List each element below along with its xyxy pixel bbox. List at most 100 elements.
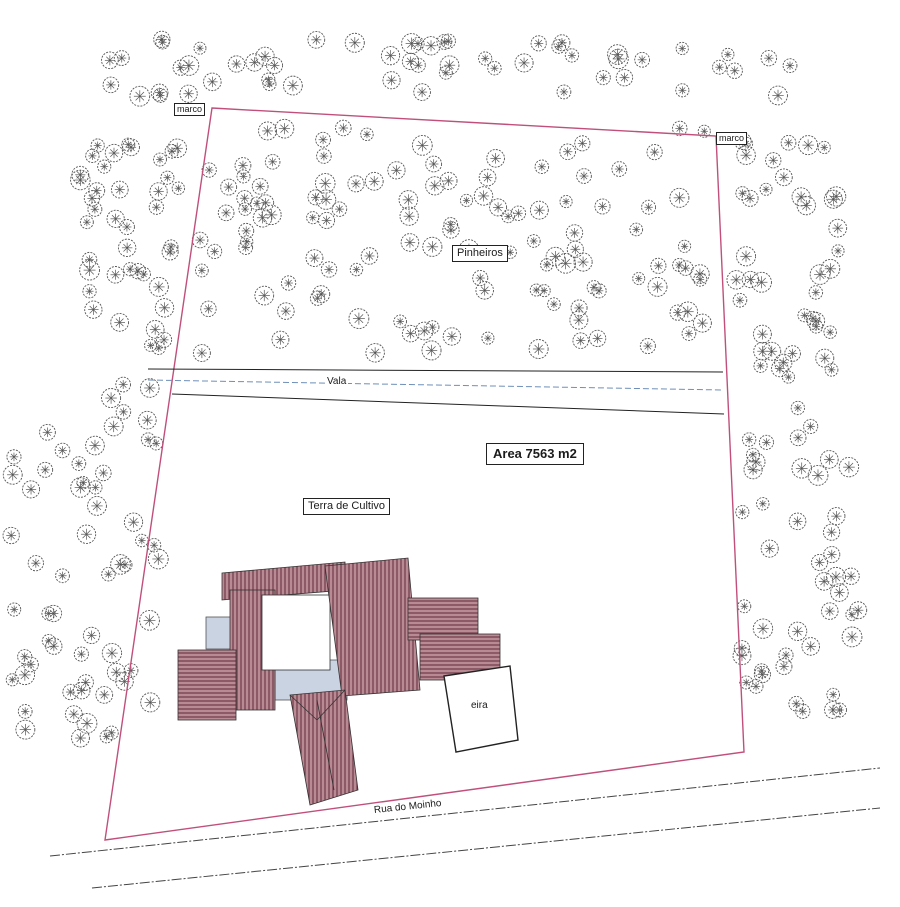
tree-icon — [639, 338, 656, 355]
tree-icon — [41, 633, 56, 648]
tree-icon — [551, 39, 567, 54]
tree-icon — [261, 204, 282, 226]
tree-icon — [71, 456, 87, 471]
tree-icon — [117, 238, 137, 257]
tree-icon — [771, 359, 789, 378]
tree-icon — [824, 701, 842, 719]
tree-icon — [594, 198, 611, 215]
tree-icon — [2, 526, 20, 545]
tree-icon — [192, 344, 211, 362]
threshing-floor — [443, 665, 519, 753]
tree-icon — [139, 378, 160, 398]
tree-icon — [564, 48, 580, 63]
tree-icon — [803, 418, 819, 435]
marker-label-left: marco — [174, 103, 206, 116]
tree-icon — [547, 297, 561, 311]
tree-icon — [62, 683, 79, 701]
tree-icon — [693, 272, 708, 287]
tree-icon — [576, 168, 592, 184]
tree-icon — [811, 553, 829, 571]
tree-icon — [97, 159, 112, 174]
tree-icon — [102, 76, 120, 94]
tree-icon — [611, 161, 628, 177]
tree-icon — [732, 292, 748, 308]
tree-icon — [200, 300, 217, 317]
area-label: Area 7563 m2 — [486, 443, 584, 465]
tree-icon — [801, 637, 821, 656]
tree-icon — [110, 313, 130, 332]
tree-icon — [475, 281, 494, 300]
tree-icon — [6, 449, 22, 465]
tree-icon — [117, 557, 133, 573]
tree-icon — [559, 143, 576, 161]
tree-icon — [796, 195, 816, 216]
tree-icon — [17, 704, 33, 719]
tree-icon — [775, 658, 793, 675]
tree-icon — [365, 343, 385, 363]
tree-icon — [815, 348, 835, 368]
tree-icon — [258, 121, 277, 141]
tree-icon — [5, 673, 19, 687]
tree-icon — [347, 175, 365, 193]
ditch-label: Vala — [325, 376, 349, 387]
tree-icon — [565, 224, 584, 242]
tree-icon — [425, 176, 445, 196]
tree-icon — [760, 49, 778, 67]
tree-icon — [726, 62, 743, 79]
tree-icon — [191, 231, 209, 249]
tree-icon — [838, 456, 860, 478]
tree-icon — [250, 196, 264, 211]
tree-icon — [537, 284, 551, 298]
tree-icon — [778, 647, 794, 663]
tree-icon — [123, 512, 144, 532]
tree-icon — [422, 236, 443, 257]
tree-icon — [526, 234, 541, 248]
tree-icon — [364, 171, 384, 191]
tree-icon — [318, 211, 336, 229]
tree-icon — [735, 505, 750, 520]
tree-icon — [399, 206, 419, 226]
tree-icon — [510, 205, 527, 221]
tree-icon — [754, 663, 770, 679]
tree-icon — [99, 729, 114, 744]
tree-icon — [331, 201, 348, 217]
tree-icon — [401, 324, 420, 343]
tree-icon — [17, 649, 33, 665]
tree-icon — [320, 261, 338, 278]
tree-icon — [217, 204, 235, 222]
tree-icon — [481, 331, 495, 345]
tree-icon — [27, 555, 44, 572]
tree-icon — [90, 138, 105, 153]
tree-icon — [88, 182, 106, 200]
tree-icon — [73, 646, 89, 662]
tree-icon — [106, 266, 125, 284]
tree-icon — [106, 209, 125, 228]
tree-icon — [569, 310, 589, 330]
tree-icon — [758, 434, 774, 450]
tree-icon — [37, 461, 54, 478]
tree-icon — [798, 135, 819, 156]
tree-icon — [681, 326, 697, 341]
tree-icon — [316, 148, 332, 164]
tree-icon — [413, 83, 431, 101]
tree-icon — [765, 152, 782, 169]
tree-icon — [360, 127, 374, 142]
tree-icon — [842, 567, 860, 585]
tree-icon — [135, 533, 149, 548]
tree-icon — [753, 358, 768, 373]
tree-icon — [712, 59, 727, 75]
tree-icon — [148, 199, 164, 215]
tree-icon — [195, 263, 209, 278]
tree-icon — [149, 436, 164, 451]
tree-icon — [823, 325, 837, 339]
tree-icon — [315, 189, 337, 210]
tree-icon — [140, 692, 161, 713]
tree-icon — [692, 313, 712, 333]
tree-icon — [14, 664, 36, 686]
tree-icon — [172, 59, 189, 76]
tree-icon — [129, 85, 151, 107]
tree-icon — [129, 263, 147, 280]
tree-icon — [264, 154, 281, 170]
tree-icon — [788, 695, 804, 712]
tree-icon — [632, 272, 646, 285]
